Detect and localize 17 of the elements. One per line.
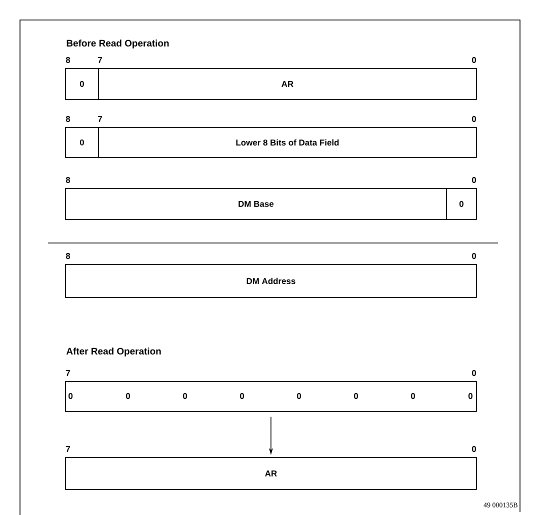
register-box: DM Base [65,188,447,220]
bit-number: 0 [472,177,476,183]
bit-number: 0 [472,116,476,122]
register-box: 0 0 0 0 0 0 0 0 [65,381,477,412]
section-heading: After Read Operation [66,348,161,356]
register-box: Lower 8 Bits of Data Field [98,127,477,158]
register-box: AR [98,68,477,100]
bit-number: 8 [66,116,70,122]
register-box: AR [65,457,477,490]
bit-number: 7 [98,116,102,122]
register-cell: 0 [65,68,99,100]
section-heading: Before Read Operation [66,40,169,48]
bit-number: 8 [66,177,70,183]
register-cell: 0 [65,127,99,158]
register-cell: 0 [446,188,477,220]
register-box: DM Address [65,264,477,298]
bit-number: 7 [98,57,102,63]
